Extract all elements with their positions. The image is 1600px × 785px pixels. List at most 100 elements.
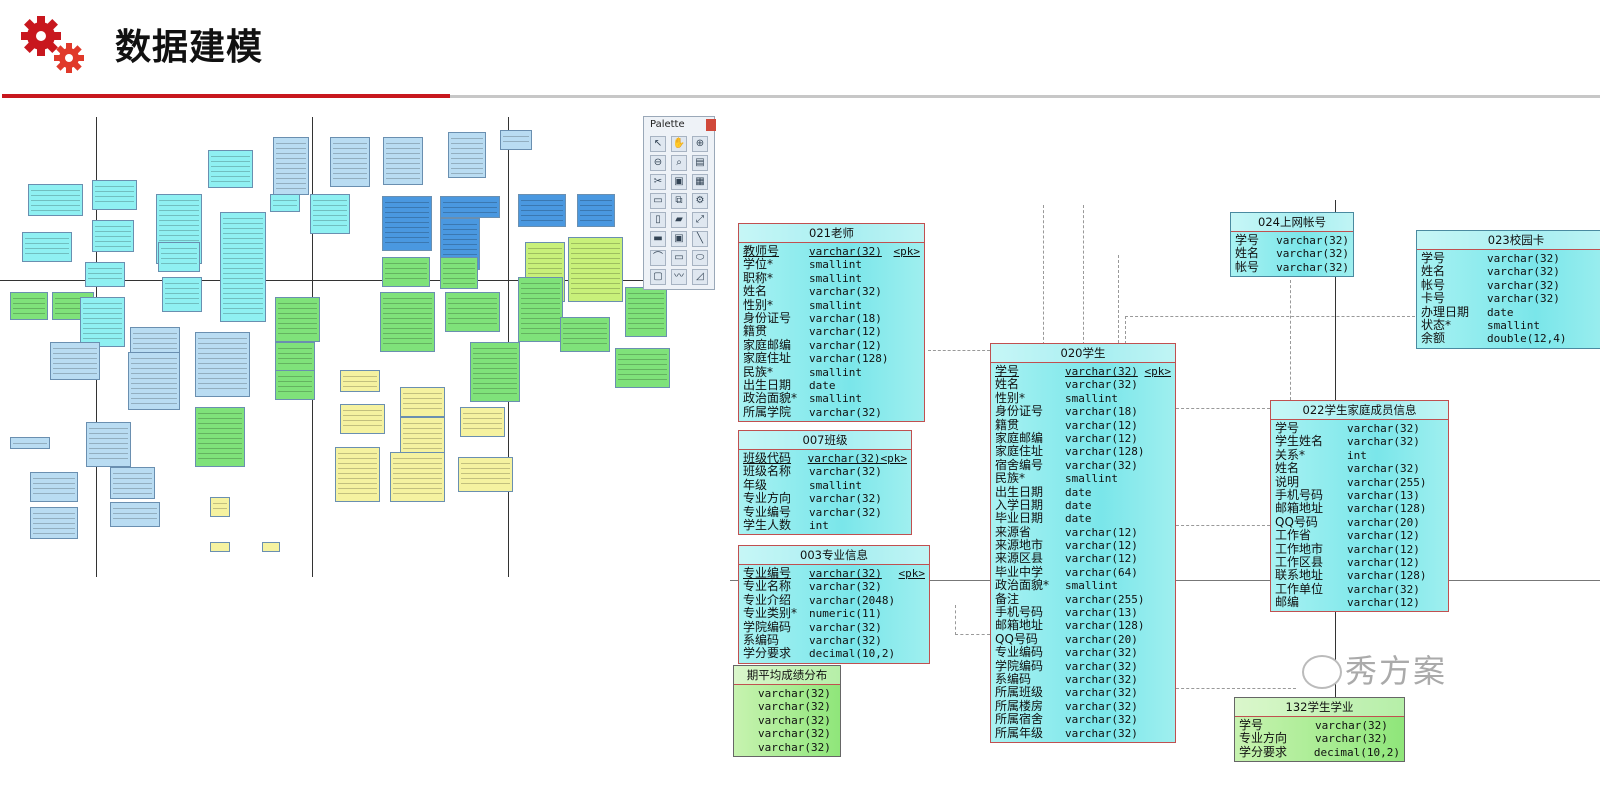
- cut-tool-icon[interactable]: ✂: [650, 174, 666, 190]
- column-name: 说明: [1275, 474, 1300, 489]
- entity-thumbnail: [10, 292, 48, 320]
- rounded-rect-tool-icon[interactable]: ▢: [650, 269, 666, 285]
- column-name: 身份证号: [995, 404, 1044, 419]
- zoom-in-tool-icon[interactable]: ⊕: [692, 136, 708, 152]
- entity-thumbnail: [92, 180, 137, 210]
- column-name: 家庭住址: [743, 351, 792, 366]
- column-type: varchar(12): [1065, 431, 1138, 445]
- column-name: 专业名称: [743, 579, 792, 594]
- palette-panel[interactable]: Palette ↖✋⊕⊖⌕▤✂▣▦▭⧉⚙▯▰⤢▬▣╲⌒▭⬭▢〰◿: [643, 116, 716, 290]
- pointer-tool-icon[interactable]: ↖: [650, 136, 666, 152]
- note-tool-icon[interactable]: ▯: [650, 212, 666, 228]
- column-name: 来源地市: [995, 538, 1044, 553]
- column-type: smallint: [1487, 318, 1540, 332]
- properties-tool-icon[interactable]: ▤: [692, 155, 708, 171]
- column-type: varchar(12): [1347, 542, 1420, 556]
- column-name: 职称*: [743, 270, 774, 285]
- zoom-out-tool-icon[interactable]: ⊖: [650, 155, 666, 171]
- column-name: 来源省: [995, 524, 1032, 539]
- column-type: smallint: [1065, 472, 1118, 486]
- column-name: 姓名: [995, 377, 1020, 392]
- column-type: varchar(128): [1065, 445, 1145, 459]
- entity-title: 期平均成绩分布: [734, 666, 840, 685]
- polygon-tool-icon[interactable]: ◿: [692, 269, 708, 285]
- title-divider-accent: [2, 94, 450, 98]
- rect-tool-icon[interactable]: ▭: [671, 250, 687, 266]
- view-tool-icon[interactable]: ▣: [671, 231, 687, 247]
- hand-tool-icon[interactable]: ✋: [671, 136, 687, 152]
- column-name: 备注: [995, 591, 1020, 606]
- ellipse-tool-icon[interactable]: ⬭: [692, 250, 708, 266]
- polyline-tool-icon[interactable]: 〰: [671, 269, 687, 285]
- entity-thumbnail: [340, 404, 385, 434]
- column-name: 关系*: [1275, 447, 1306, 462]
- column-type: varchar(32): [758, 713, 831, 727]
- column-name: 帐号: [1235, 259, 1260, 274]
- folder-tool-icon[interactable]: ▰: [671, 212, 687, 228]
- entity-thumbnail: [568, 237, 623, 302]
- column-type: varchar(32): [1065, 713, 1138, 727]
- column-row: varchar(32): [738, 741, 836, 754]
- column-type: varchar(128): [1347, 502, 1427, 516]
- column-name: 姓名: [1275, 461, 1300, 476]
- entity-thumbnail: [380, 292, 435, 352]
- column-name: QQ号码: [995, 631, 1038, 646]
- slot-tool-icon[interactable]: ▬: [650, 231, 666, 247]
- entity-thumbnail: [195, 332, 250, 397]
- close-icon[interactable]: [706, 119, 716, 131]
- column-name: 学号: [1421, 251, 1446, 265]
- column-name: 民族*: [743, 364, 774, 379]
- table-tool-icon[interactable]: ▦: [692, 174, 708, 190]
- reference-line: [1176, 688, 1296, 689]
- column-name: 所属楼房: [995, 698, 1044, 713]
- connect-tool-icon[interactable]: ⤢: [692, 212, 708, 228]
- column-type: varchar(32): [1065, 726, 1138, 740]
- entity-thumbnail: [270, 194, 300, 212]
- column-name: [738, 687, 758, 700]
- link-tool-icon[interactable]: ⧉: [671, 193, 687, 209]
- column-row: 职称*smallint: [743, 270, 920, 285]
- zoom-fit-tool-icon[interactable]: ⌕: [671, 155, 687, 171]
- column-type: varchar(32): [809, 567, 882, 580]
- column-name: 所属年级: [995, 725, 1044, 740]
- column-name: 家庭邮编: [743, 337, 792, 352]
- file-tool-icon[interactable]: ⚙: [692, 193, 708, 209]
- line-tool-icon[interactable]: ╲: [692, 231, 708, 247]
- entity-title: 020学生: [991, 344, 1175, 363]
- column-name: 专业方向: [1239, 731, 1288, 746]
- entity-tool-icon[interactable]: ▭: [650, 193, 666, 209]
- arc-tool-icon[interactable]: ⌒: [650, 250, 666, 266]
- column-name: 办理日期: [1421, 304, 1470, 319]
- column-type: varchar(32): [809, 285, 882, 299]
- column-type: varchar(32): [1065, 378, 1138, 392]
- column-type: varchar(20): [1065, 632, 1138, 646]
- column-type: varchar(12): [1347, 596, 1420, 610]
- column-type: varchar(32): [758, 740, 831, 754]
- column-type: varchar(32): [1065, 458, 1138, 472]
- image-tool-icon[interactable]: ▣: [671, 174, 687, 190]
